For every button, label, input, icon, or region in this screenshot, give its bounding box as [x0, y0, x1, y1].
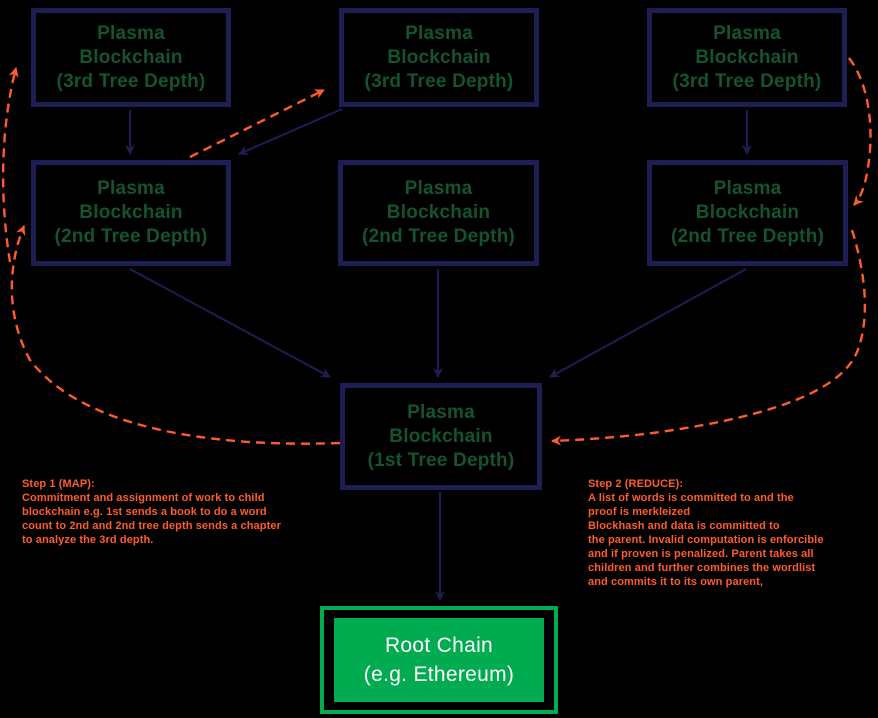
root-chain-inner: Root Chain (e.g. Ethereum) — [334, 618, 544, 702]
node-plasma-2nd-middle: Plasma Blockchain (2nd Tree Depth) — [338, 160, 539, 266]
node-root-chain: Root Chain (e.g. Ethereum) — [320, 606, 558, 714]
map-step-note: Step 1 (MAP): Commitment and assignment … — [22, 477, 322, 547]
node-plasma-2nd-right: Plasma Blockchain (2nd Tree Depth) — [647, 160, 848, 266]
map-step-heading: Step 1 (MAP): — [22, 478, 95, 490]
commit-arrow-2nd-right-to-1st — [549, 268, 747, 378]
reduce-step-note: Step 2 (REDUCE): A list of words is comm… — [588, 477, 858, 589]
commit-arrow-2nd-left-to-1st — [129, 268, 331, 378]
reduce-arrow-2nd-right-to-1st — [551, 229, 867, 446]
node-plasma-3rd-left: Plasma Blockchain (3rd Tree Depth) — [31, 8, 231, 107]
reduce-step-heading: Step 2 (REDUCE): — [588, 478, 684, 490]
node-plasma-1st: Plasma Blockchain (1st Tree Depth) — [340, 383, 542, 490]
node-plasma-3rd-middle: Plasma Blockchain (3rd Tree Depth) — [339, 8, 539, 107]
map-step-body: Commitment and assignment of work to chi… — [22, 492, 281, 546]
map-arrow-up-to-3rd-left — [1, 67, 19, 263]
map-arrow-1st-to-2nd-left — [10, 225, 341, 445]
reduce-arrow-3rd-right-to-2nd-right — [848, 57, 872, 206]
map-arrow-2nd-left-to-3rd-middle — [189, 88, 325, 159]
node-plasma-3rd-right: Plasma Blockchain (3rd Tree Depth) — [647, 8, 847, 107]
commit-arrow-3rd-middle-to-2nd-left — [238, 108, 343, 155]
reduce-step-body: A list of words is committed to and the … — [588, 492, 824, 588]
node-plasma-2nd-left: Plasma Blockchain (2nd Tree Depth) — [31, 160, 231, 266]
